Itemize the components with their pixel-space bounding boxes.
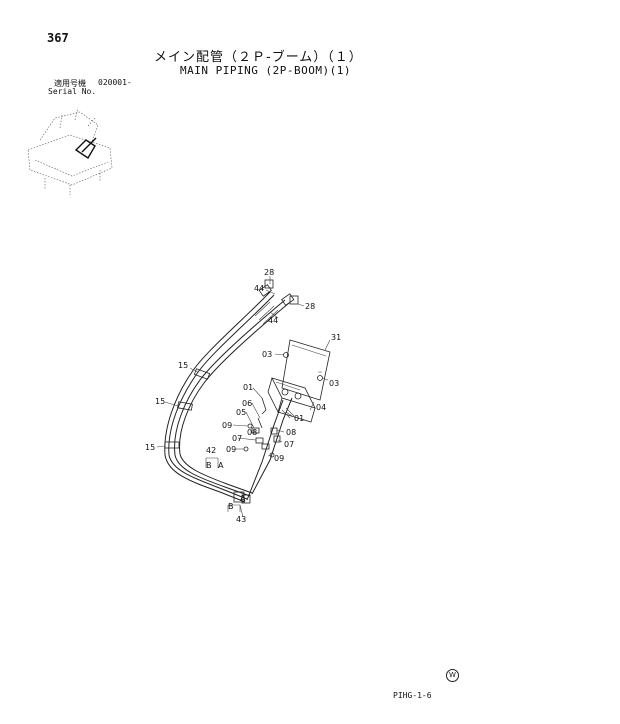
manufacturer-mark: W xyxy=(446,669,459,682)
callout-A-lower: A xyxy=(240,494,246,503)
callout-42: 42 xyxy=(206,446,216,455)
callout-01-upper: 01 xyxy=(243,383,253,392)
callout-09-c: 09 xyxy=(274,454,284,463)
callout-03-right: 03 xyxy=(329,379,339,388)
valve-block xyxy=(267,377,316,423)
callout-A-upper: A xyxy=(218,461,224,470)
callout-15-bottom: 15 xyxy=(145,443,155,452)
footer-code: PIHG-1-6 xyxy=(393,691,432,700)
serial-label-japanese: 適用号機 xyxy=(54,79,86,88)
callout-07-left: 07 xyxy=(232,434,242,443)
page-number: 367 xyxy=(47,31,69,45)
callout-15-mid: 15 xyxy=(155,397,165,406)
hose-clamps xyxy=(164,368,211,449)
callout-06: 06 xyxy=(242,399,252,408)
leader-lines xyxy=(156,276,331,518)
callout-08-left: 08 xyxy=(247,428,257,437)
serial-value: 020001- xyxy=(98,78,132,87)
title-english: MAIN PIPING (2P-BOOM)(1) xyxy=(180,64,351,77)
callout-44-top: 44 xyxy=(254,284,264,293)
callout-01-lower: 01 xyxy=(294,414,304,423)
callout-05: 05 xyxy=(236,408,246,417)
top-fittings xyxy=(254,279,299,325)
thumbnail-highlight xyxy=(74,137,97,159)
serial-label-english: Serial No. xyxy=(48,87,97,96)
callout-44-right: 44 xyxy=(268,316,278,325)
bracket-plate xyxy=(281,339,331,401)
callout-B-upper: B xyxy=(206,461,212,470)
callout-09-a: 09 xyxy=(222,421,232,430)
callout-09-b: 09 xyxy=(226,445,236,454)
hose-assembly xyxy=(164,291,293,503)
callout-15-top: 15 xyxy=(178,361,188,370)
machine-thumbnail xyxy=(27,107,113,195)
callout-28-top: 28 xyxy=(264,268,274,277)
callout-B-lower: B xyxy=(228,502,234,511)
fitting-parts xyxy=(243,397,295,458)
bottom-fittings xyxy=(205,457,251,512)
callout-28-right: 28 xyxy=(305,302,315,311)
callout-31: 31 xyxy=(331,333,341,342)
title-japanese: メイン配管（２Ｐ-ブーム）（１） xyxy=(154,50,363,65)
callout-07-right: 07 xyxy=(284,440,294,449)
callout-labels: 28 44 28 44 31 03 03 15 15 15 01 06 05 0… xyxy=(145,268,341,524)
callout-03-left: 03 xyxy=(262,350,272,359)
callout-43: 43 xyxy=(236,515,246,524)
callout-04: 04 xyxy=(316,403,326,412)
callout-08-right: 08 xyxy=(286,428,296,437)
